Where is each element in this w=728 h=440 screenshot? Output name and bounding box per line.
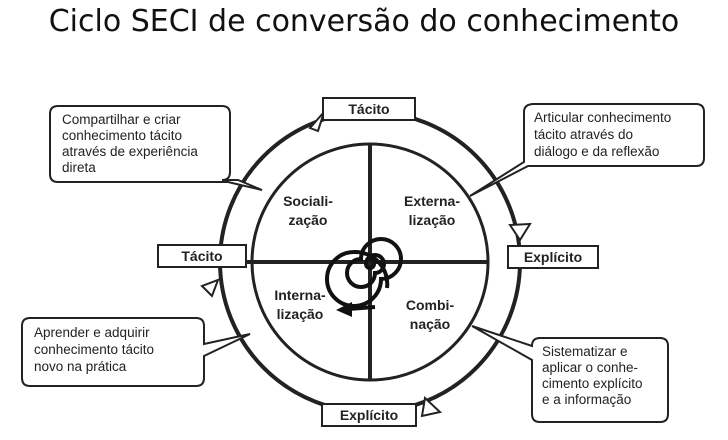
quadrant-combination-line1: Combi- <box>406 297 455 313</box>
callout-bottom-right-line3: cimento explícito <box>542 376 643 391</box>
quadrant-socialization-line1: Sociali- <box>283 193 333 209</box>
mode-box-right-label: Explícito <box>524 249 582 265</box>
arrow-left-icon <box>200 278 220 298</box>
mode-box-left: Tácito <box>157 244 247 268</box>
arrow-bottom-icon <box>420 395 443 418</box>
mode-box-left-label: Tácito <box>181 248 222 264</box>
callout-bottom-right-line2: aplicar o conhe- <box>542 360 638 375</box>
callout-top-right: Articular conhecimento tácito através do… <box>469 103 705 197</box>
callout-bottom-left-line2: conhecimento tácito <box>34 342 154 357</box>
quadrant-internalization-line2: lização <box>277 306 324 322</box>
callout-bottom-right-line1: Sistematizar e <box>542 344 628 359</box>
quadrant-combination-line2: nação <box>410 316 450 332</box>
callout-top-left-line4: direta <box>62 160 96 175</box>
mode-box-bottom: Explícito <box>321 403 417 427</box>
callout-top-left: Compartilhar e criar conhecimento tácito… <box>49 105 263 191</box>
callout-bottom-right: Sistematizar e aplicar o conhe- cimento … <box>471 325 669 423</box>
knowledge-spiral <box>325 237 403 308</box>
quadrant-socialization-line2: zação <box>289 212 328 228</box>
spiral-tail <box>347 305 376 311</box>
callout-bottom-left-line3: novo na prática <box>34 359 127 374</box>
callout-bottom-left-line1: Aprender e adquirir <box>34 325 150 340</box>
mode-box-bottom-label: Explícito <box>340 407 398 423</box>
callout-top-right-line2: tácito através do <box>534 127 633 142</box>
arrow-right-icon <box>508 222 532 242</box>
page-title: Ciclo SECI de conversão do conhecimento <box>48 4 680 39</box>
callout-bottom-right-line4: e a informação <box>542 392 631 407</box>
callout-top-left-line3: através de experiência <box>62 144 198 159</box>
arrow-top-icon <box>308 111 325 133</box>
quadrant-internalization-line1: Interna- <box>274 287 326 303</box>
mode-box-top-label: Tácito <box>348 101 389 117</box>
callout-top-left-line2: conhecimento tácito <box>62 128 182 143</box>
callout-top-left-line1: Compartilhar e criar <box>62 112 181 127</box>
quadrant-externalization-line1: Externa- <box>404 193 460 209</box>
callout-top-right-line1: Articular conhecimento <box>534 110 671 125</box>
spiral-arrowhead <box>336 302 352 317</box>
quadrant-externalization-line2: lização <box>409 212 456 228</box>
mode-box-right: Explícito <box>507 245 599 269</box>
callout-top-right-line3: diálogo e da reflexão <box>534 144 659 159</box>
mode-box-top: Tácito <box>322 97 416 121</box>
callout-bottom-left: Aprender e adquirir conhecimento tácito … <box>21 317 251 387</box>
